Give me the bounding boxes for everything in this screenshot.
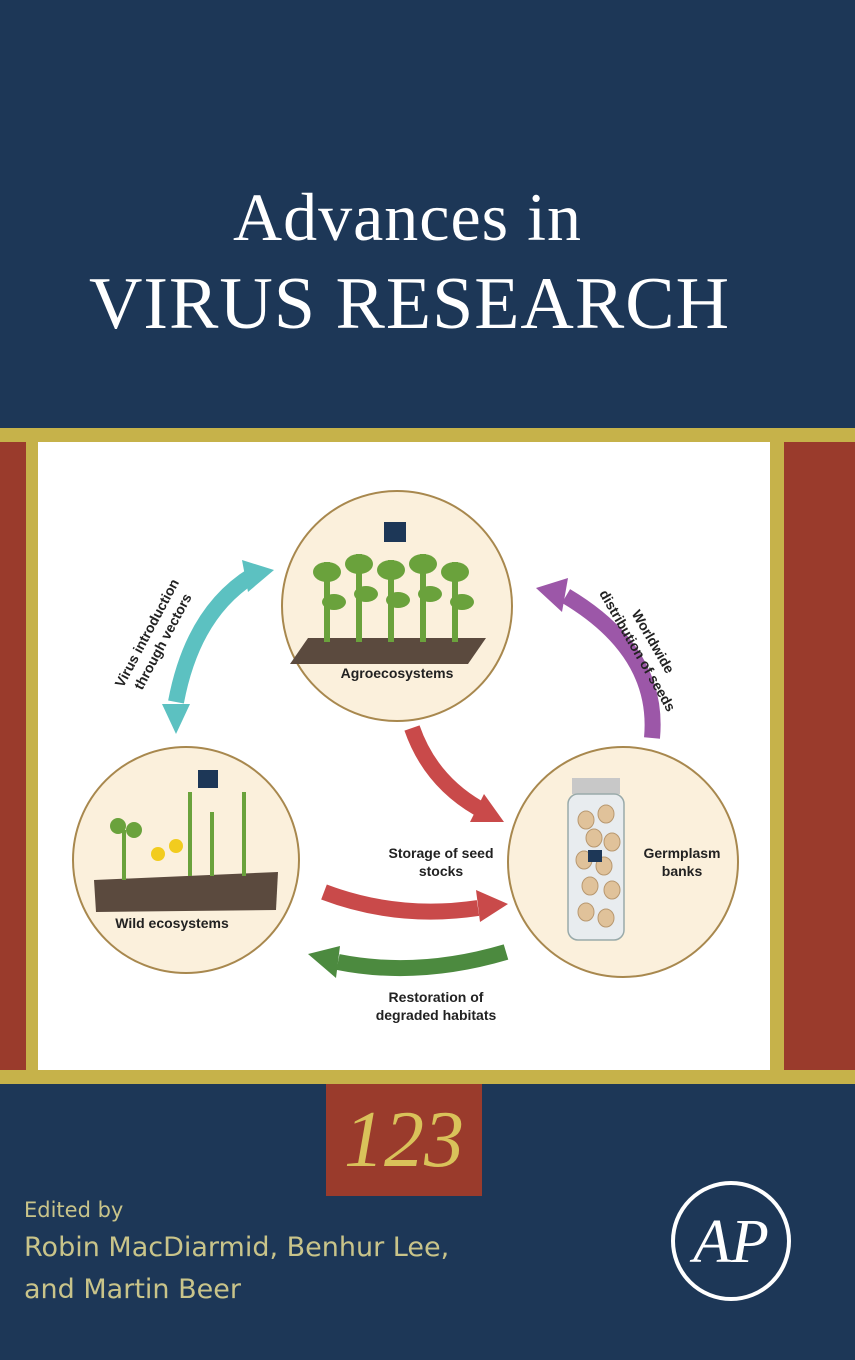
series-title-line1: Advances in	[232, 179, 582, 255]
label-storage-line2: stocks	[419, 863, 464, 879]
gold-frame-left	[26, 442, 38, 1070]
gold-band-bottom	[0, 1070, 855, 1084]
label-storage-line1: Storage of seed	[388, 845, 493, 861]
publisher-logo-icon: AP	[671, 1181, 791, 1301]
publisher-logo-letters: AP	[689, 1208, 769, 1276]
label-agroecosystems: Agroecosystems	[341, 665, 454, 681]
rust-side-left	[0, 442, 26, 1070]
node-wild-ecosystems: Wild ecosystems	[72, 746, 300, 974]
virus-icon	[384, 522, 406, 542]
arrow-agro-to-germplasm	[404, 725, 504, 822]
edited-by-label: Edited by	[24, 1198, 124, 1222]
gold-frame-right	[770, 442, 784, 1070]
node-agroecosystems: Agroecosystems	[281, 490, 513, 722]
cycle-diagram: Agroecosystems Wild	[72, 490, 739, 1023]
arrow-restoration	[308, 944, 509, 978]
arrow-virus-introduction	[162, 560, 274, 734]
series-title-line2: VIRUS RESEARCH	[88, 263, 731, 345]
arrow-worldwide-distribution	[536, 578, 661, 739]
label-banks: banks	[662, 863, 703, 879]
gold-band-top	[0, 428, 855, 442]
label-restoration-line2: degraded habitats	[376, 1007, 497, 1023]
volume-box: 123	[326, 1084, 482, 1196]
label-germplasm: Germplasm	[643, 845, 720, 861]
label-wild-ecosystems: Wild ecosystems	[115, 915, 229, 931]
cover-illustration: Agroecosystems Wild	[38, 442, 770, 1070]
node-germplasm-banks: Germplasm banks	[507, 746, 739, 978]
editor-names-line1: Robin MacDiarmid, Benhur Lee,	[24, 1232, 450, 1263]
label-restoration-line1: Restoration of	[389, 989, 484, 1005]
arrow-storage-of-seed	[321, 884, 508, 922]
rust-side-right	[784, 442, 855, 1070]
volume-number: 123	[344, 1096, 464, 1184]
virus-icon	[198, 770, 218, 788]
editor-names-line2: and Martin Beer	[24, 1274, 241, 1305]
virus-icon	[588, 850, 602, 862]
